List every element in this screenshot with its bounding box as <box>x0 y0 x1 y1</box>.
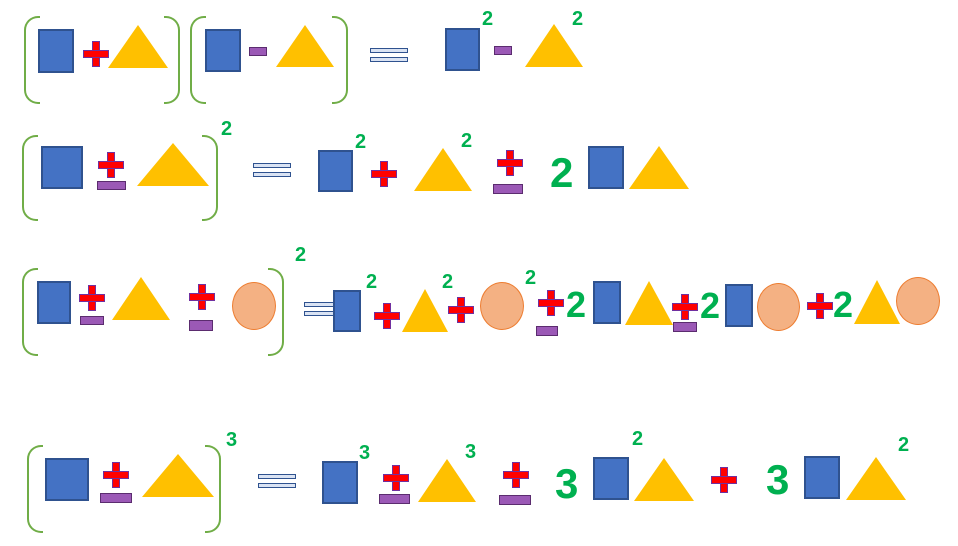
coefficient: 2 <box>566 284 587 325</box>
square-shape <box>593 281 621 324</box>
coefficient: 3 <box>766 456 790 503</box>
square-shape <box>205 29 241 72</box>
exponent: 3 <box>465 441 477 463</box>
minus-sign <box>97 181 126 190</box>
minus-sign <box>189 320 213 331</box>
plus-sign <box>497 150 523 176</box>
plus-sign <box>672 294 698 320</box>
square-shape <box>38 29 74 73</box>
coefficient: 2 <box>700 285 721 326</box>
exponent: 2 <box>366 271 378 293</box>
equals-sign <box>370 48 408 64</box>
equals-sign <box>258 474 296 490</box>
triangle-shape <box>846 457 906 500</box>
circle-shape <box>896 277 940 325</box>
exponent: 2 <box>572 8 584 30</box>
plus-sign <box>103 462 129 488</box>
triangle-shape <box>142 454 214 497</box>
exponent: 2 <box>525 267 537 289</box>
exponent: 3 <box>359 442 371 464</box>
plus-sign <box>807 293 833 319</box>
exponent: 2 <box>632 428 644 450</box>
left-paren <box>190 16 206 104</box>
right-paren <box>205 445 221 533</box>
square-shape <box>333 290 361 332</box>
exponent: 2 <box>295 244 307 266</box>
circle-shape <box>757 283 800 331</box>
exponent: 2 <box>482 8 494 30</box>
minus-sign <box>536 326 558 336</box>
left-paren <box>22 268 38 356</box>
exponent: 2 <box>898 434 910 456</box>
exponent: 2 <box>221 118 233 140</box>
plus-sign <box>383 465 409 491</box>
triangle-shape <box>112 277 170 320</box>
right-paren <box>202 135 218 221</box>
plus-sign <box>374 303 400 329</box>
right-paren <box>268 268 284 356</box>
triangle-shape <box>276 25 334 67</box>
triangle-shape <box>525 24 583 67</box>
triangle-shape <box>625 281 673 325</box>
triangle-shape <box>418 459 476 502</box>
square-shape <box>445 28 480 71</box>
coefficient: 2 <box>833 284 854 325</box>
square-shape <box>37 281 71 324</box>
plus-sign <box>83 41 109 67</box>
equals-sign <box>304 302 342 318</box>
exponent: 3 <box>226 429 238 451</box>
coefficient: 3 <box>555 460 579 507</box>
right-paren <box>164 16 180 104</box>
plus-sign <box>538 290 564 316</box>
exponent: 2 <box>442 271 454 293</box>
square-shape <box>318 150 353 192</box>
minus-sign <box>100 493 132 503</box>
square-shape <box>322 461 358 504</box>
left-paren <box>27 445 43 533</box>
minus-sign <box>379 494 410 504</box>
plus-sign <box>371 161 397 187</box>
plus-sign <box>79 285 105 311</box>
plus-sign <box>448 297 474 323</box>
left-paren <box>24 16 40 104</box>
circle-shape <box>232 282 276 330</box>
square-shape <box>41 146 83 189</box>
square-shape <box>45 458 89 501</box>
square-shape <box>804 456 840 499</box>
minus-sign <box>499 495 531 505</box>
plus-sign <box>711 467 741 493</box>
equals-sign <box>253 163 291 179</box>
plus-sign <box>503 462 529 488</box>
triangle-shape <box>137 143 209 186</box>
triangle-shape <box>629 146 689 189</box>
minus-sign <box>493 184 523 194</box>
left-paren <box>22 135 38 221</box>
minus-sign <box>249 47 267 56</box>
triangle-shape <box>854 280 900 324</box>
exponent: 2 <box>461 130 473 152</box>
square-shape <box>593 457 629 500</box>
square-shape <box>725 284 753 327</box>
minus-sign <box>673 322 697 332</box>
triangle-shape <box>108 25 168 68</box>
circle-shape <box>480 282 524 330</box>
plus-sign <box>98 152 124 178</box>
triangle-shape <box>414 148 472 191</box>
right-paren <box>332 16 348 104</box>
minus-sign <box>80 316 104 325</box>
minus-sign <box>494 46 512 55</box>
plus-sign <box>189 284 215 310</box>
square-shape <box>588 146 624 189</box>
coefficient: 2 <box>550 149 574 196</box>
exponent: 2 <box>355 131 367 153</box>
triangle-shape <box>402 289 448 332</box>
triangle-shape <box>634 458 694 501</box>
